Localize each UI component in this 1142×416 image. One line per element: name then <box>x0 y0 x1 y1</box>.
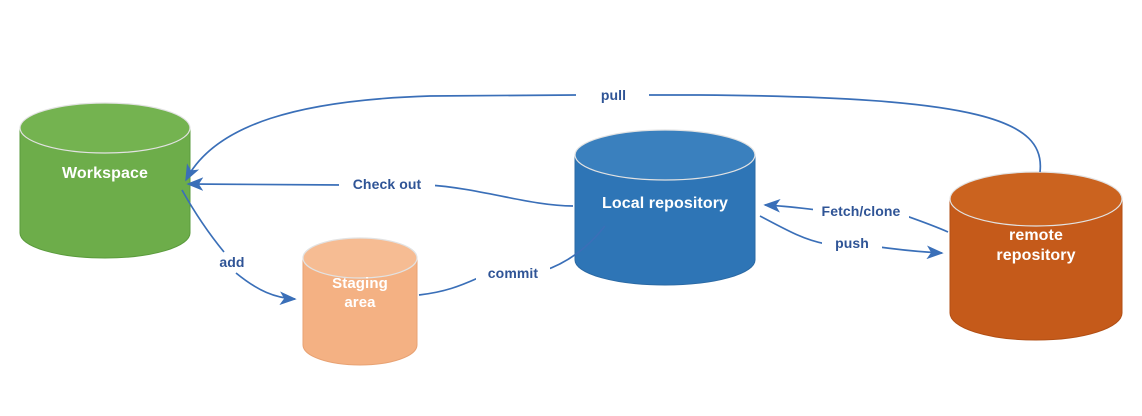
edge-fetch-clone-left[interactable] <box>763 198 819 213</box>
remote-repository-body <box>949 198 1123 341</box>
edge-check-out-right[interactable] <box>427 184 574 207</box>
workspace-body <box>19 127 191 259</box>
node-remote-repository[interactable] <box>949 171 1123 341</box>
edge-add-lower[interactable] <box>235 272 297 306</box>
node-local-repository[interactable] <box>574 129 756 286</box>
staging-area-top <box>302 237 418 279</box>
edge-push-right[interactable] <box>871 245 944 260</box>
node-staging-area[interactable] <box>302 237 418 366</box>
edge-check-out-left[interactable] <box>186 177 344 191</box>
edge-label-add: add <box>205 254 259 271</box>
staging-area-body <box>302 257 418 366</box>
edge-label-push: push <box>822 235 882 252</box>
workspace-top <box>19 102 191 154</box>
edge-push-left[interactable] <box>759 215 827 245</box>
edge-commit-right[interactable] <box>542 225 606 272</box>
local-repository-body <box>574 154 756 286</box>
edge-label-fetch-clone: Fetch/clone <box>813 203 909 220</box>
edge-label-commit: commit <box>476 265 550 282</box>
edge-label-check-out: Check out <box>339 176 435 193</box>
edge-pull-left[interactable] <box>185 94 577 182</box>
node-workspace[interactable] <box>19 102 191 259</box>
edge-label-pull: pull <box>578 87 649 104</box>
edge-commit-left[interactable] <box>418 277 479 296</box>
edge-pull-right[interactable] <box>609 94 1042 173</box>
edge-add-upper[interactable] <box>181 189 225 253</box>
remote-repository-top <box>949 171 1123 227</box>
local-repository-top <box>574 129 756 181</box>
